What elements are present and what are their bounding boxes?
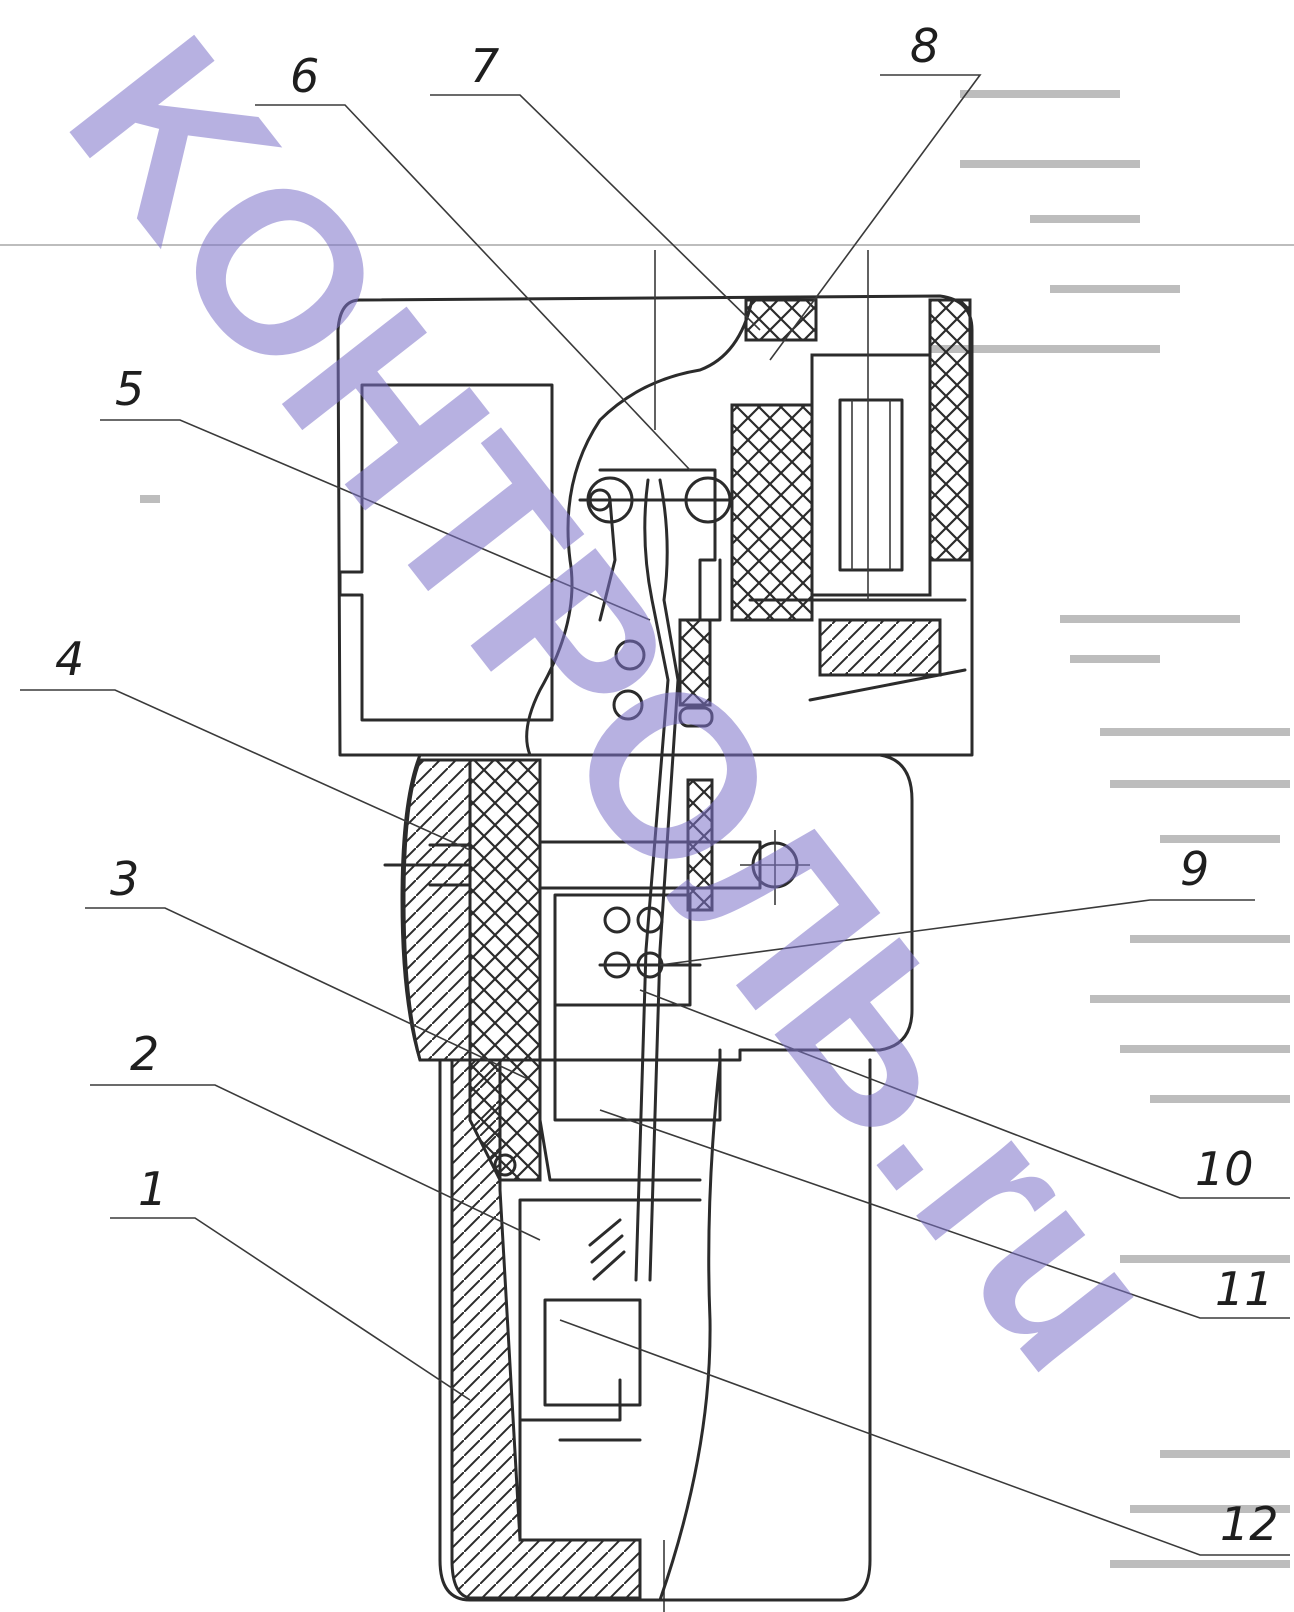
upper-housing-window [338,383,554,722]
contact-blade [634,478,670,1282]
cutaway-edge-upper [525,298,754,757]
callout-6: 6 [290,49,319,103]
spring [588,1218,626,1281]
lower-sleeve [438,1058,872,1602]
lower-sleeve-wall [450,1058,642,1600]
callout-2: 2 [130,1027,159,1081]
insulator-block-top [744,298,818,342]
coil-core [838,398,904,572]
weight-block [543,1298,642,1407]
coil-base-plate [818,618,942,677]
contact-block [553,893,692,1007]
background-text-traces [0,90,1294,1568]
callout-12: 12 [1220,1497,1279,1551]
callout-labels: 1 2 3 4 5 6 7 8 9 10 11 12 [55,19,1279,1551]
callout-10: 10 [1195,1142,1254,1196]
blade-insulator [678,618,712,707]
coil-frame [810,353,932,597]
callout-9: 9 [1180,842,1209,896]
callout-5: 5 [115,362,144,416]
vertical-insulator-strip [686,778,714,912]
watermark: KOHTPOЛЬ.ru [21,0,1211,1415]
callout-4: 4 [55,632,84,686]
callout-8: 8 [910,19,939,73]
callout-7: 7 [470,39,499,93]
coil-insulator [730,403,814,622]
insulator-right-wall [928,298,972,562]
callout-1: 1 [138,1162,167,1216]
middle-housing-wall [402,758,472,1062]
cutaway-edge-lower [658,1058,722,1602]
device-cross-section [336,250,974,1612]
leader-lines [20,74,1290,1556]
contact-bracket [598,468,722,622]
callout-3: 3 [110,852,139,906]
callout-11: 11 [1215,1262,1274,1316]
